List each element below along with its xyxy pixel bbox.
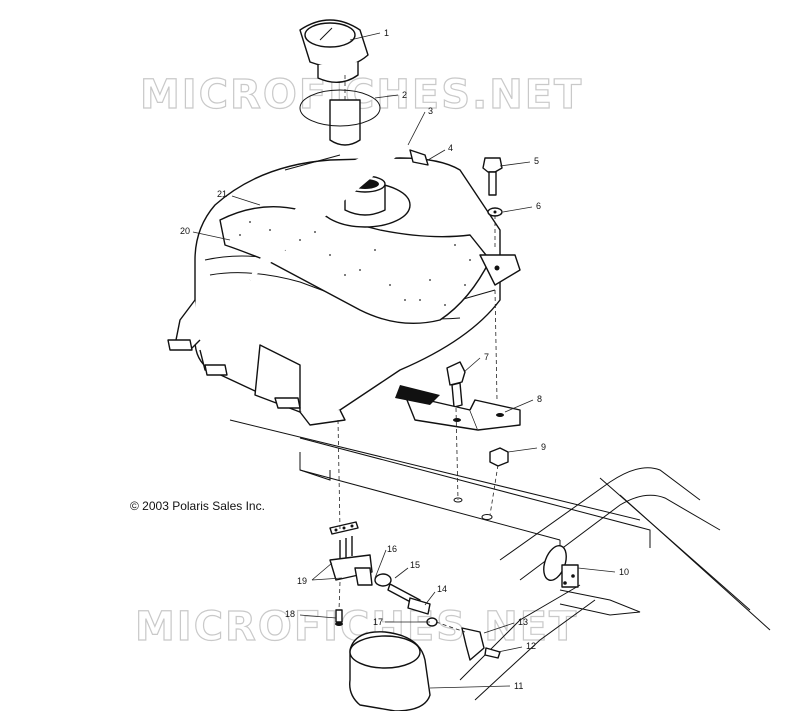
watermark-top: MICROFICHES.NET xyxy=(140,72,583,118)
frame xyxy=(229,419,771,701)
callout-3: 3 xyxy=(428,106,433,116)
callout-4: 4 xyxy=(448,143,453,153)
callout-8: 8 xyxy=(537,394,542,404)
callout-12: 12 xyxy=(526,641,536,651)
callout-15: 15 xyxy=(410,560,420,570)
callout-6: 6 xyxy=(536,201,541,211)
callout-10: 10 xyxy=(619,567,629,577)
petcock-assembly xyxy=(329,521,438,627)
callout-14: 14 xyxy=(437,584,447,594)
callout-2: 2 xyxy=(402,90,407,100)
callout-16: 16 xyxy=(387,544,397,554)
bracket-assembly xyxy=(395,361,521,467)
callout-13: 13 xyxy=(518,617,528,627)
callout-17: 17 xyxy=(373,617,383,627)
callout-5: 5 xyxy=(534,156,539,166)
leader-lines xyxy=(192,32,616,689)
callout-21: 21 xyxy=(217,189,227,199)
fitting xyxy=(409,149,429,166)
callout-7: 7 xyxy=(484,352,489,362)
callout-9: 9 xyxy=(541,442,546,452)
copyright-text: © 2003 Polaris Sales Inc. xyxy=(130,499,265,513)
bolt-5 xyxy=(482,157,503,217)
callout-labels: 1 2 3 4 5 6 7 8 9 10 11 12 13 14 15 16 1… xyxy=(180,28,629,691)
lower-parts xyxy=(349,627,501,711)
callout-1: 1 xyxy=(384,28,389,38)
alignment-lines xyxy=(284,75,499,633)
callout-18: 18 xyxy=(285,609,295,619)
fuel-tank xyxy=(167,145,521,426)
callout-11: 11 xyxy=(514,681,523,691)
callout-19: 19 xyxy=(297,576,307,586)
fuel-cap xyxy=(299,19,381,146)
callout-20: 20 xyxy=(180,226,190,236)
